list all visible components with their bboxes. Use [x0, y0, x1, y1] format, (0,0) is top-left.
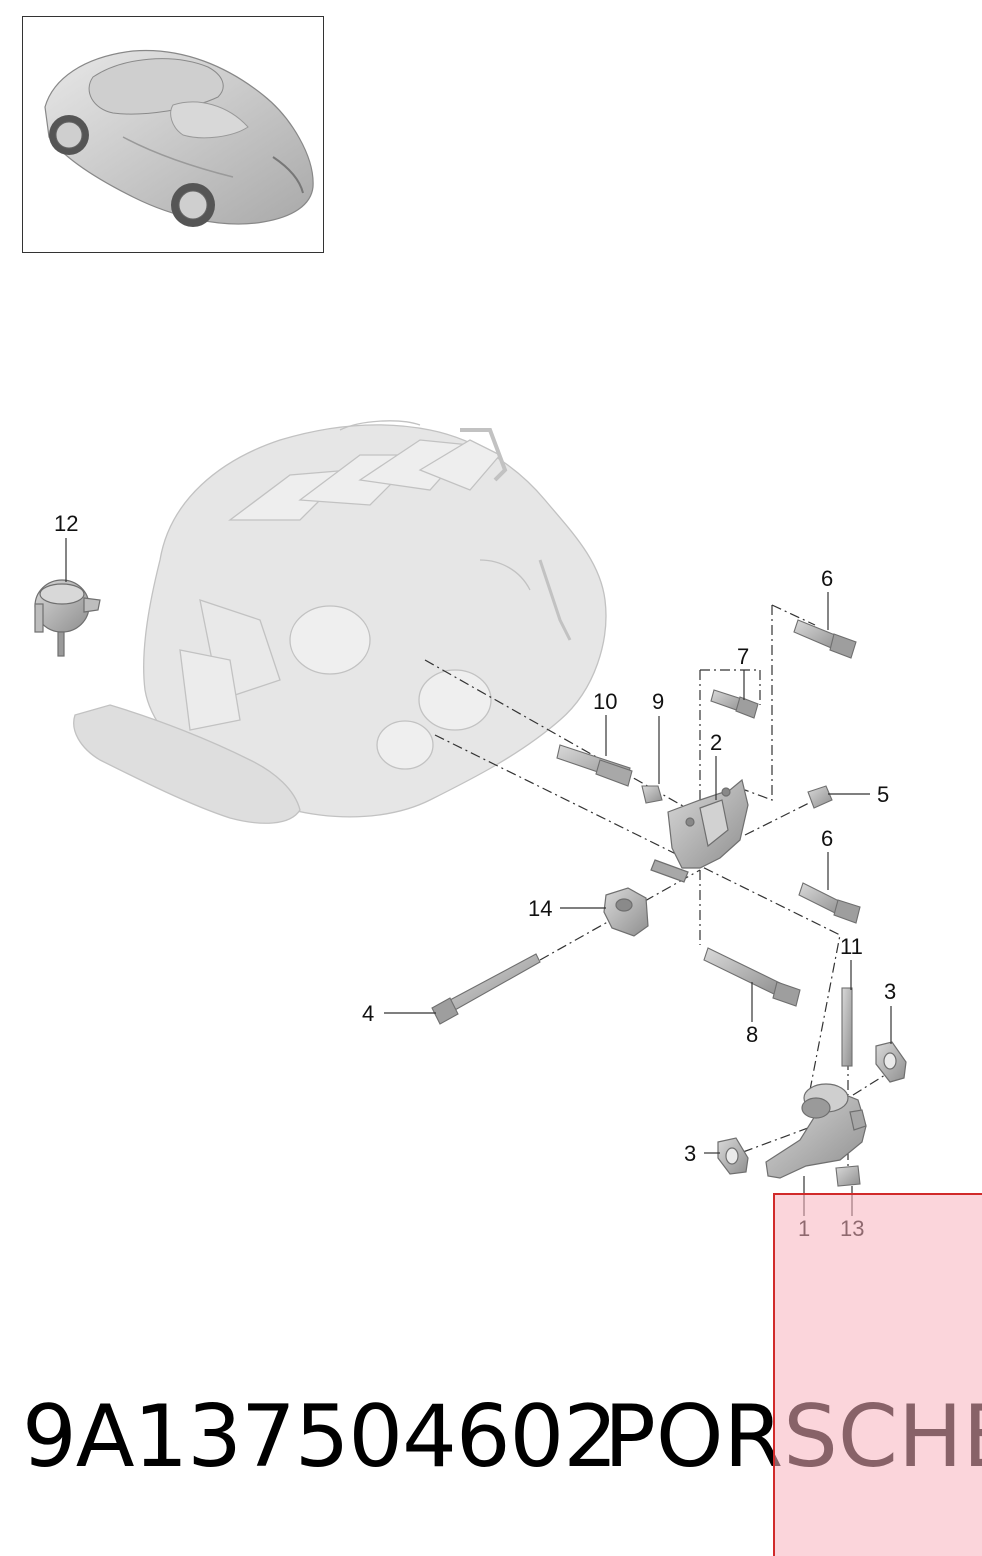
- part-11-stud: [841, 987, 853, 1067]
- callout-12: 12: [54, 511, 78, 536]
- callout-11: 11: [840, 934, 863, 959]
- vehicle-thumbnail: [22, 16, 324, 253]
- part-6-bolt-lower: [798, 882, 861, 924]
- car-icon: [44, 49, 314, 227]
- callout-3-lower: 3: [684, 1141, 696, 1166]
- callout-8: 8: [746, 1022, 758, 1047]
- callout-6-lower: 6: [821, 826, 833, 851]
- part-2-bracket: [650, 778, 749, 883]
- part-6-bolt-upper: [793, 619, 857, 659]
- engine-icon: [73, 420, 607, 824]
- callout-14: 14: [528, 896, 552, 921]
- part-number: 9A137504602: [22, 1387, 618, 1487]
- part-9-nut: [641, 785, 663, 804]
- callout-5: 5: [877, 782, 889, 807]
- part-8-bolt: [703, 947, 801, 1007]
- callout-2: 2: [710, 730, 722, 755]
- callout-3-upper: 3: [884, 979, 896, 1004]
- part-3-plate-lower: [717, 1137, 749, 1175]
- callout-10: 10: [593, 689, 617, 714]
- part-5-nut: [807, 785, 833, 809]
- part-3-plate-upper: [875, 1041, 907, 1083]
- callout-6-upper: 6: [821, 566, 833, 591]
- part-13-nut: [835, 1165, 861, 1187]
- callout-9: 9: [652, 689, 664, 714]
- callout-1: 1: [798, 1216, 810, 1241]
- callout-13: 13: [840, 1216, 864, 1241]
- part-4-bolt: [431, 953, 541, 1025]
- part-1-mount: [765, 1083, 867, 1179]
- part-10-bolt: [556, 744, 633, 787]
- footer: 9A137504602 PORSCHE: [22, 1387, 982, 1487]
- part-12-mount: [34, 579, 101, 657]
- brand-name: PORSCHE: [604, 1387, 982, 1487]
- callout-7: 7: [737, 644, 749, 669]
- callout-4: 4: [362, 1001, 374, 1026]
- part-7-bolt: [710, 689, 759, 719]
- part-14-bushing: [603, 887, 649, 937]
